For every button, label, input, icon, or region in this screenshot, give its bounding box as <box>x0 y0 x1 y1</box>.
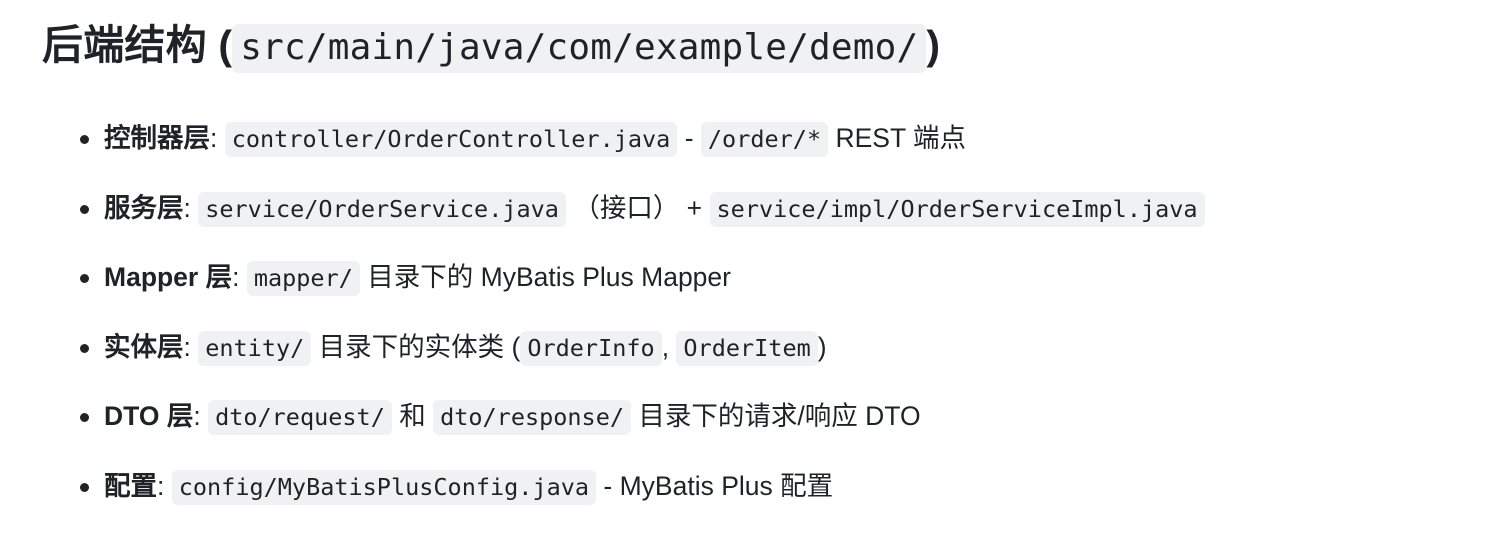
list-item-term: Mapper 层 <box>104 262 233 292</box>
page-title-text: 后端结构 <box>42 22 207 68</box>
list-item-code-secondary: dto/response/ <box>433 400 632 435</box>
list-item-code-primary: controller/OrderController.java <box>224 122 678 157</box>
list-item: 配置: config/MyBatisPlusConfig.java - MyBa… <box>42 464 1482 509</box>
list-item-separator: - <box>677 123 701 153</box>
bullet-icon <box>80 135 89 144</box>
list-item-colon: : <box>232 262 247 292</box>
list-item-term: 实体层 <box>104 331 184 362</box>
page-title-path-code: src/main/java/com/example/demo/ <box>232 24 927 73</box>
list-item: 控制器层: controller/OrderController.java - … <box>42 116 1482 161</box>
list-item-separator: 和 <box>391 401 434 431</box>
list-item-code-primary: service/OrderService.java <box>198 191 566 227</box>
list-item-colon: : <box>157 470 172 501</box>
list-item-colon: : <box>210 123 225 153</box>
list-item-term: 控制器层 <box>104 123 210 153</box>
list-item-separator: 目录下的 MyBatis Plus Mapper <box>359 262 731 292</box>
list-item-term: 配置 <box>104 470 157 501</box>
list-item-colon: : <box>193 401 209 431</box>
list-item-code-secondary: /order/* <box>700 122 829 157</box>
list-item: 实体层: entity/ 目录下的实体类 (OrderInfo, OrderIt… <box>42 325 1482 370</box>
list-item-tail: ) <box>817 331 827 362</box>
bullet-icon <box>80 343 89 353</box>
bullet-icon <box>80 274 89 283</box>
list-item-term: DTO 层 <box>104 401 194 431</box>
list-item-separator: 目录下的实体类 ( <box>311 331 521 362</box>
list-item-tail: 目录下的请求/响应 DTO <box>631 401 921 431</box>
page-title-close-paren: ) <box>926 22 941 68</box>
list-item-code-primary: config/MyBatisPlusConfig.java <box>171 469 597 505</box>
bullet-icon <box>80 413 89 422</box>
list-item-colon: : <box>183 331 199 362</box>
page-title: 后端结构 (src/main/java/com/example/demo/) <box>42 16 940 75</box>
bullet-icon <box>80 482 89 492</box>
bullet-icon <box>80 204 89 214</box>
list-item-separator-2: , <box>661 331 677 362</box>
list-item-separator: （接口） + <box>565 192 710 223</box>
list-item-separator: - MyBatis Plus 配置 <box>596 470 834 501</box>
list-item-code-primary: entity/ <box>198 330 312 366</box>
list-item: DTO 层: dto/request/ 和 dto/response/ 目录下的… <box>42 394 1482 439</box>
backend-structure-list: 控制器层: controller/OrderController.java - … <box>42 116 1482 509</box>
list-item-tail: REST 端点 <box>828 123 967 153</box>
page-title-open-paren: ( <box>206 22 233 68</box>
list-item-code-tertiary: OrderItem <box>676 330 818 366</box>
list-item: 服务层: service/OrderService.java （接口） + se… <box>42 186 1482 231</box>
list-item-colon: : <box>183 192 199 223</box>
list-item-term: 服务层 <box>104 192 184 223</box>
list-item-code-secondary: service/impl/OrderServiceImpl.java <box>709 191 1205 227</box>
list-item-code-primary: dto/request/ <box>208 400 392 435</box>
list-item-code-primary: mapper/ <box>246 261 360 296</box>
list-item: Mapper 层: mapper/ 目录下的 MyBatis Plus Mapp… <box>42 255 1482 300</box>
list-item-code-secondary: OrderInfo <box>520 330 662 366</box>
